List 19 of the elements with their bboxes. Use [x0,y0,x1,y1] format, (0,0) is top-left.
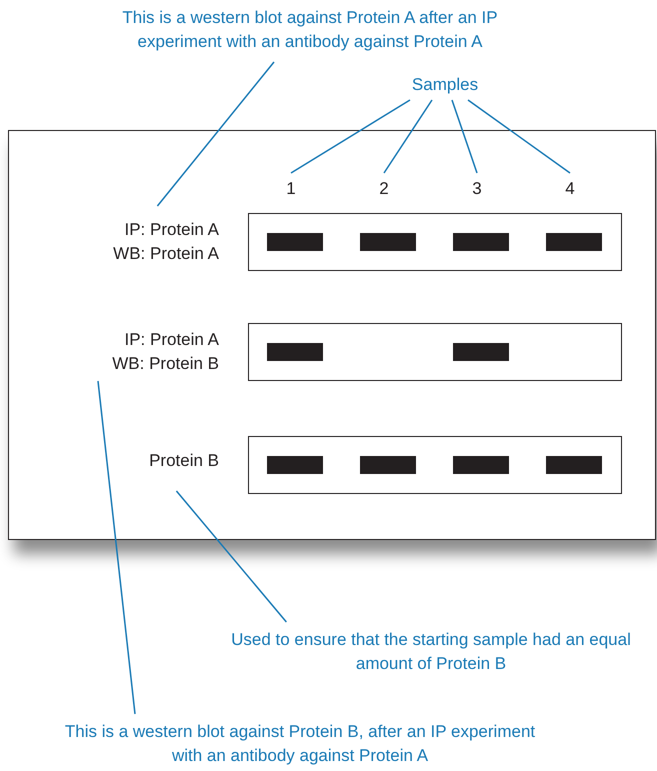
samples-label: Samples [395,73,495,97]
leader-line [383,100,433,174]
lane-number: 4 [550,177,590,201]
annotation-text: This is a western blot against Protein B, after an IP experiment with an antibody against Protein A [50,720,550,768]
leader-line [451,100,478,174]
annotation-text: This is a western blot against Protein A after an IP experiment with an antibody against Protein A [85,6,535,54]
leader-line [176,490,287,622]
lane-number: 2 [364,177,404,201]
lane-number: 1 [271,177,311,201]
row-label: Protein B [107,449,219,473]
leader-line [97,380,136,714]
leader-line [156,62,275,206]
leader-line [468,99,570,174]
annotation-text: Used to ensure that the starting sample had an equal amount of Protein B [205,628,657,676]
row-label: IP: Protein A WB: Protein A [107,218,219,266]
row-label: IP: Protein A WB: Protein B [107,328,219,376]
lane-number: 3 [457,177,497,201]
leader-line [290,99,410,174]
blot-panel [8,130,656,540]
